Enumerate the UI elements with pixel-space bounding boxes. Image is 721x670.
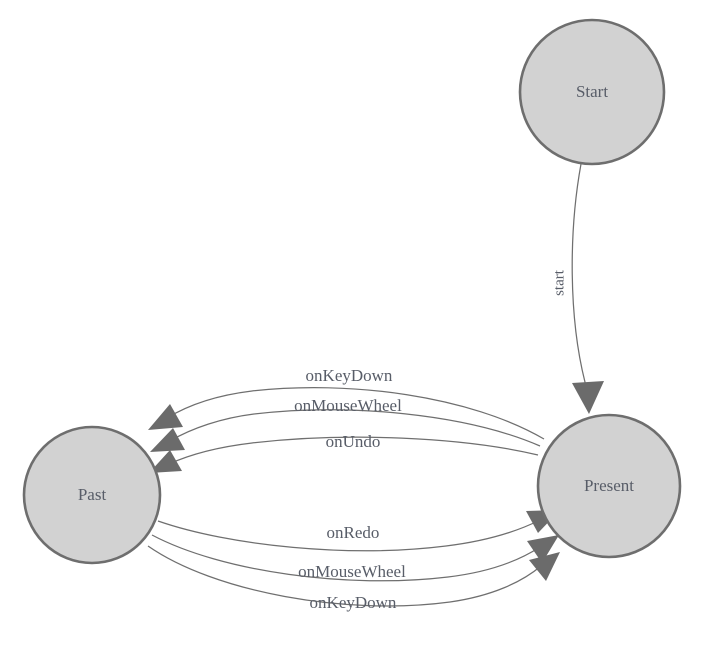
edge-label-start: start bbox=[551, 269, 567, 296]
edge-past-present-onredo-path bbox=[157, 519, 541, 552]
edge-label-present-past-onundo: onUndo bbox=[326, 432, 381, 451]
node-start-circle bbox=[518, 18, 666, 166]
edge-present-past-onundo[interactable] bbox=[149, 436, 539, 473]
node-past-circle bbox=[22, 425, 162, 565]
edge-past-present-onkeydown-arrowhead bbox=[529, 552, 560, 581]
edge-past-present-onmousewheel[interactable] bbox=[151, 534, 559, 582]
node-past-label: Past bbox=[78, 485, 107, 504]
edge-label-past-present-onmousewheel: onMouseWheel bbox=[298, 562, 406, 581]
edge-start-arrowhead bbox=[572, 381, 604, 414]
edge-present-past-onkeydown-path bbox=[166, 387, 545, 440]
edge-start[interactable] bbox=[571, 163, 604, 414]
node-present-circle bbox=[536, 413, 682, 559]
edge-past-present-onkeydown-path bbox=[147, 545, 542, 607]
node-past[interactable]: Past bbox=[22, 425, 162, 565]
edge-present-past-onundo-arrowhead bbox=[149, 450, 182, 473]
node-start[interactable]: Start bbox=[518, 18, 666, 166]
node-present-label: Present bbox=[584, 476, 634, 495]
edge-label-present-past-onmousewheel: onMouseWheel bbox=[294, 396, 402, 415]
edge-present-past-onundo-path bbox=[168, 436, 539, 465]
edge-label-present-past-onkeydown: onKeyDown bbox=[306, 366, 393, 385]
edge-present-past-onmousewheel-arrowhead bbox=[150, 428, 185, 452]
edge-label-past-present-onkeydown: onKeyDown bbox=[310, 593, 397, 612]
edge-past-present-onmousewheel-arrowhead bbox=[527, 535, 559, 563]
edge-present-past-onkeydown[interactable] bbox=[148, 387, 545, 440]
edge-past-present-onkeydown[interactable] bbox=[147, 545, 560, 607]
node-start-label: Start bbox=[576, 82, 608, 101]
edge-present-past-onkeydown-arrowhead bbox=[148, 404, 183, 430]
edge-present-past-onmousewheel[interactable] bbox=[150, 409, 541, 452]
edge-past-present-onmousewheel-path bbox=[151, 534, 541, 582]
node-present[interactable]: Present bbox=[536, 413, 682, 559]
edge-label-past-present-onredo: onRedo bbox=[327, 523, 380, 542]
edge-start-path bbox=[571, 163, 587, 387]
edge-present-past-onmousewheel-path bbox=[169, 409, 541, 447]
